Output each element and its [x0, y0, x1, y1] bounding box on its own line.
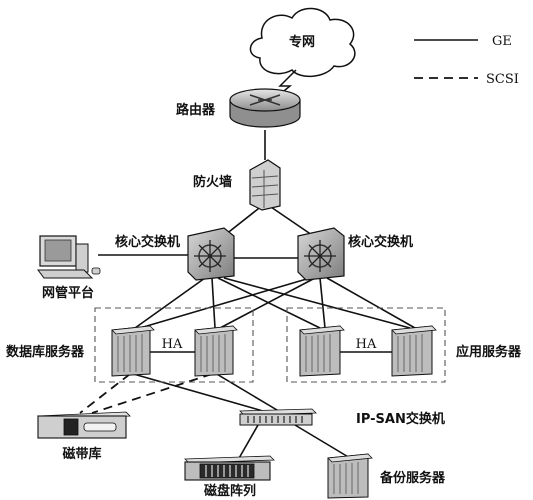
ha-right-label: HA — [356, 337, 377, 352]
link-swr-app1 — [319, 277, 326, 329]
server-rack-icon — [299, 325, 345, 377]
mgmt-platform-label: 网管平台 — [42, 285, 94, 301]
db-servers-label: 数据库服务器 — [6, 344, 85, 360]
app-server-group — [286, 307, 446, 383]
server-rack-icon — [111, 325, 155, 377]
link-swl-app2 — [223, 277, 411, 329]
link-db2-ipsan — [214, 372, 283, 414]
link-ipsan-backup — [294, 424, 351, 459]
app-servers-label: 应用服务器 — [456, 344, 522, 360]
firewall-icon — [249, 159, 281, 211]
tape-library-label: 磁带库 — [62, 446, 101, 462]
link-db1-ipsan — [129, 372, 271, 414]
legend-ge-label: GE — [492, 34, 512, 49]
computer-icon — [37, 235, 101, 279]
link-swr-app2 — [326, 277, 416, 329]
link-swl-db2 — [211, 277, 216, 329]
link-db1-tape — [79, 373, 131, 414]
disk-array-icon — [184, 455, 275, 481]
server-rack-icon — [391, 325, 437, 377]
cloud-icon — [249, 7, 356, 78]
link-db2-tape — [91, 373, 213, 414]
backup-server-label: 备份服务器 — [379, 470, 446, 486]
link-firewall-switch-left — [224, 204, 264, 236]
core-switch-left-label: 核心交换机 — [115, 234, 180, 250]
ipsan-switch-label: IP-SAN交换机 — [356, 411, 445, 427]
server-rack-icon — [194, 325, 238, 377]
router-icon — [229, 88, 301, 128]
router-label: 路由器 — [176, 102, 216, 118]
legend-scsi-label: SCSI — [486, 72, 519, 87]
db-server-group — [94, 307, 254, 383]
server-rack-icon — [327, 453, 373, 499]
legend: GE SCSI — [414, 34, 519, 87]
disk-array-label: 磁盘阵列 — [204, 483, 256, 499]
private-net-label: 专网 — [289, 34, 315, 50]
link-swl-db1 — [134, 277, 206, 329]
firewall-label: 防火墙 — [193, 174, 232, 190]
scsi-links — [79, 373, 213, 414]
core-switch-right-label: 核心交换机 — [348, 234, 413, 250]
link-firewall-switch-right — [267, 204, 313, 236]
ha-left-label: HA — [162, 337, 183, 352]
switch-icon — [297, 227, 345, 281]
tape-library-icon — [37, 411, 131, 439]
san-switch-icon — [239, 408, 317, 426]
link-ipsan-disk — [237, 424, 259, 461]
switch-icon — [187, 227, 235, 281]
ge-links — [98, 130, 416, 461]
link-swr-db1 — [139, 277, 311, 329]
link-swr-db2 — [219, 277, 316, 329]
